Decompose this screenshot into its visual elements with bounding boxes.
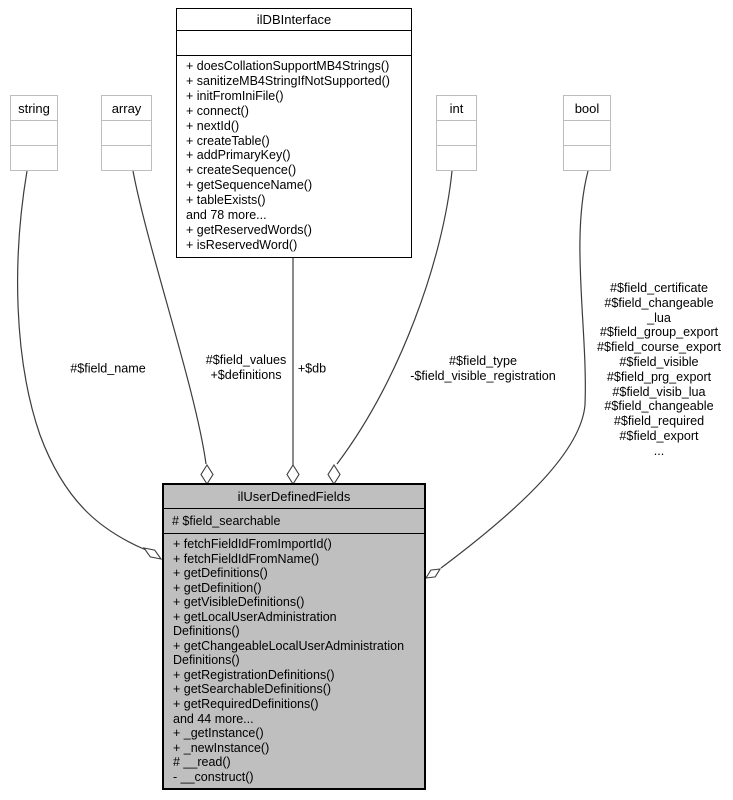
- text-line: #$field_prg_export: [606, 370, 712, 384]
- text-line: + getReservedWords(): [186, 222, 312, 237]
- attributes-compartment: [11, 120, 57, 145]
- text-line: #$field_changeable: [604, 296, 714, 311]
- attributes-compartment: # $field_searchable: [164, 508, 424, 533]
- text-line: + createSequence(): [186, 163, 297, 178]
- edge-label-field-name: #$field_name: [70, 362, 146, 377]
- aggregation-diamond: [286, 463, 300, 486]
- edge-label-field-type-visible-registration: #$field_type-$field_visible_registration: [410, 354, 556, 384]
- edge-string-to-iluserdefinedfields: [17, 170, 147, 551]
- attributes-compartment: [177, 30, 411, 55]
- methods-compartment: [564, 145, 610, 170]
- text-line: +$definitions: [210, 368, 282, 382]
- text-line: Definitions(): [173, 653, 240, 668]
- edge-bool-to-iluserdefinedfields: [440, 170, 589, 569]
- class-box-ildbinterface[interactable]: ilDBInterface + doesCollationSupportMB4S…: [176, 8, 412, 258]
- text-line: + getDefinition(): [173, 580, 262, 595]
- edge-int-to-iluserdefinedfields: [336, 170, 453, 465]
- text-line: Definitions(): [173, 624, 240, 639]
- class-title: ilUserDefinedFields: [237, 489, 351, 504]
- aggregation-diamond: [327, 463, 341, 486]
- text-line: - __construct(): [173, 769, 254, 784]
- text-line: #$field_required: [613, 414, 705, 429]
- text-line: + getLocalUserAdministration: [173, 609, 337, 624]
- text-line: + getSequenceName(): [186, 178, 313, 193]
- class-box-iluserdefinedfields[interactable]: ilUserDefinedFields # $field_searchable …: [162, 483, 426, 790]
- text-line: and 78 more...: [186, 208, 267, 223]
- text-line: #$field_values: [205, 353, 287, 368]
- aggregation-diamond: [142, 547, 163, 560]
- text-line: + getVisibleDefinitions(): [173, 595, 305, 610]
- attributes-compartment: [102, 120, 151, 145]
- class-box-array[interactable]: array: [101, 95, 152, 171]
- text-line: ...: [653, 443, 665, 458]
- methods-compartment: [437, 145, 476, 170]
- text-line: -$field_visible_registration: [410, 369, 556, 383]
- edge-label-bool-fields: #$field_certificate#$field_changeable_lu…: [597, 281, 721, 459]
- text-line: #$field_visib_lua: [612, 384, 706, 399]
- text-line: #$field_name: [70, 361, 146, 376]
- text-line: #$field_type: [449, 354, 517, 369]
- aggregation-diamond: [200, 463, 214, 486]
- edge-label-db: +$db: [298, 362, 326, 377]
- aggregation-diamond: [424, 568, 442, 579]
- text-line: #$field_changeable: [604, 399, 714, 414]
- attributes-compartment: [564, 120, 610, 145]
- text-line: and 44 more...: [173, 711, 254, 726]
- text-line: + getChangeableLocalUserAdministration: [173, 638, 405, 653]
- attributes-compartment: [437, 120, 476, 145]
- text-line: # $field_searchable: [172, 514, 281, 528]
- text-line: + nextId(): [186, 118, 240, 133]
- text-line: #$field_visible: [619, 355, 699, 370]
- text-line: + doesCollationSupportMB4Strings(): [186, 59, 390, 73]
- text-line: + getSearchableDefinitions(): [173, 682, 332, 697]
- class-title: array: [111, 100, 142, 116]
- class-box-int[interactable]: int: [436, 95, 477, 171]
- methods-compartment: [11, 145, 57, 170]
- methods-compartment: + fetchFieldIdFromImportId()+ fetchField…: [164, 533, 424, 788]
- class-title: string: [18, 100, 50, 116]
- text-line: + sanitizeMB4StringIfNotSupported(): [186, 73, 390, 88]
- class-title: ilDBInterface: [256, 12, 332, 27]
- edge-label-field-values-definitions: #$field_values+$definitions: [206, 353, 287, 383]
- class-title: bool: [574, 100, 600, 116]
- text-line: #$field_course_export: [597, 340, 721, 355]
- text-line: + getRegistrationDefinitions(): [173, 667, 335, 682]
- text-line: + getDefinitions(): [173, 566, 268, 581]
- text-line: _lua: [647, 310, 671, 325]
- text-line: # __read(): [173, 755, 231, 770]
- text-line: + initFromIniFile(): [186, 88, 284, 103]
- edge-array-to-iluserdefinedfields: [132, 170, 207, 465]
- text-line: + fetchFieldIdFromName(): [173, 551, 320, 566]
- class-box-string[interactable]: string: [10, 95, 58, 171]
- text-line: + _newInstance(): [173, 740, 270, 755]
- text-line: + getRequiredDefinitions(): [173, 697, 319, 712]
- text-line: + createTable(): [186, 133, 270, 148]
- methods-compartment: [102, 145, 151, 170]
- text-line: +$db: [297, 361, 327, 376]
- text-line: + _getInstance(): [173, 726, 264, 741]
- class-box-bool[interactable]: bool: [563, 95, 611, 171]
- class-title: int: [449, 100, 464, 116]
- text-line: #$field_group_export: [599, 325, 719, 340]
- text-line: + isReservedWord(): [186, 237, 298, 252]
- text-line: #$field_export: [619, 429, 699, 444]
- text-line: + connect(): [186, 103, 249, 118]
- methods-compartment: + doesCollationSupportMB4Strings()+ sani…: [177, 55, 411, 257]
- text-line: + addPrimaryKey(): [186, 148, 291, 163]
- text-line: + fetchFieldIdFromImportId(): [173, 537, 332, 551]
- text-line: #$field_certificate: [609, 281, 709, 296]
- text-line: + tableExists(): [186, 193, 266, 208]
